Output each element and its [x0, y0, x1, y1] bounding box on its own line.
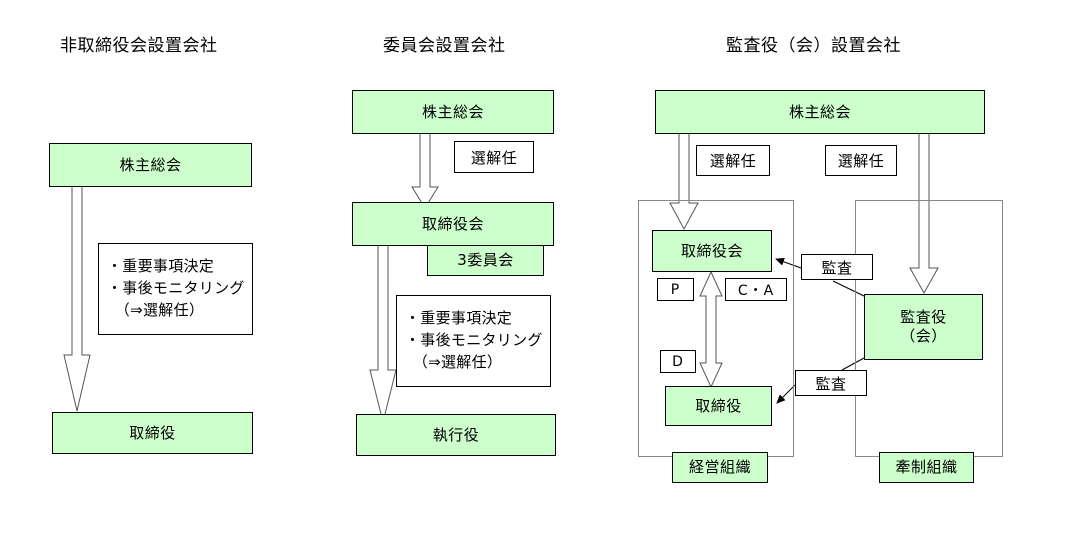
c3-node-director[interactable]: 取締役 — [665, 386, 772, 426]
column3-title: 監査役（会）設置会社 — [726, 36, 901, 56]
c2-label-appoint-dismiss: 選解任 — [454, 141, 534, 173]
arrow-c2-meeting-to-board — [411, 132, 439, 209]
c3-label-pdca-p: P — [657, 278, 694, 301]
c1-node-director[interactable]: 取締役 — [52, 412, 253, 454]
c2-node-three-committees[interactable]: 3委員会 — [427, 245, 544, 276]
c3-label-pdca-d: D — [660, 350, 696, 373]
c3-label-audit-lower: 監査 — [795, 370, 867, 396]
column1-title: 非取締役会設置会社 — [60, 36, 218, 56]
c1-note-box: ・重要事項決定 ・事後モニタリング （⇒選解任） — [98, 243, 253, 335]
c1-node-shareholders-meeting[interactable]: 株主総会 — [49, 143, 252, 187]
column2-title: 委員会設置会社 — [383, 36, 506, 56]
c3-label-audit-upper: 監査 — [801, 254, 873, 280]
arrow-c2-board-to-executive — [369, 244, 397, 423]
c3-node-board-of-directors[interactable]: 取締役会 — [652, 230, 772, 272]
c2-node-executive-officer[interactable]: 執行役 — [356, 414, 556, 456]
c3-label-appoint-dismiss-right: 選解任 — [825, 145, 897, 176]
c3-label-pdca-ca: C・A — [725, 278, 787, 301]
c2-node-shareholders-meeting[interactable]: 株主総会 — [352, 90, 554, 134]
c3-node-auditor[interactable]: 監査役 （会） — [864, 294, 983, 360]
c3-frame-label-check-org[interactable]: 牽制組織 — [879, 452, 974, 483]
c3-frame-label-management-org[interactable]: 経営組織 — [672, 452, 768, 483]
c3-label-appoint-dismiss-left: 選解任 — [696, 145, 770, 176]
c3-node-shareholders-meeting[interactable]: 株主総会 — [655, 90, 985, 134]
c2-note-box: ・重要事項決定 ・事後モニタリング （⇒選解任） — [396, 295, 551, 387]
c2-node-board-of-directors[interactable]: 取締役会 — [352, 202, 554, 246]
arrow-c1-meeting-to-director — [63, 185, 91, 412]
